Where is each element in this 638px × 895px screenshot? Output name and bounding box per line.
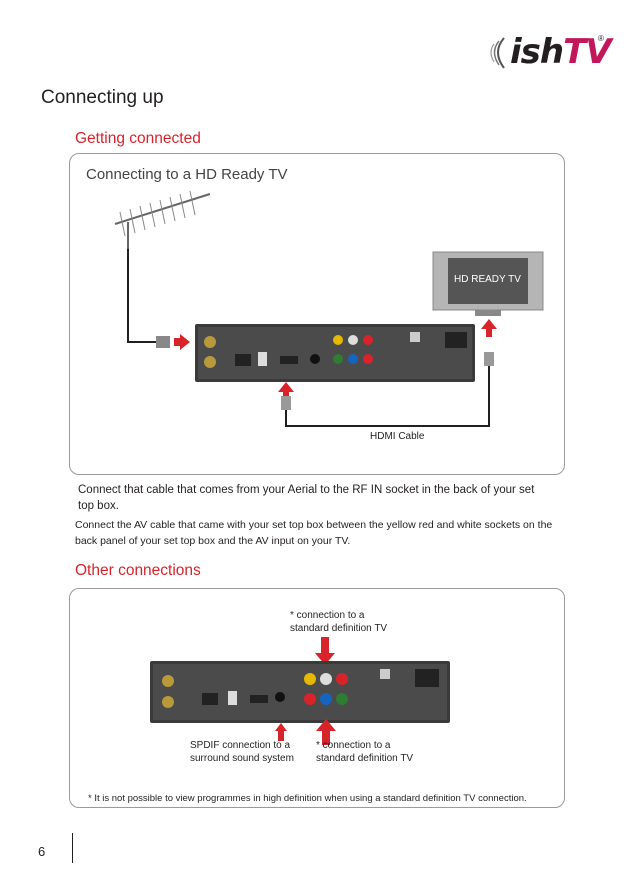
- hdmi-cable: [285, 366, 490, 427]
- page-divider: [72, 833, 73, 863]
- hd-connection-diagram: [114, 190, 544, 427]
- top-label-line2: standard definition TV: [290, 623, 388, 634]
- getting-connected-title: Getting connected: [75, 130, 201, 147]
- top-connection-label: * connection to a standard definition TV: [290, 609, 387, 635]
- other-connection-diagram: [150, 637, 450, 745]
- logo-text-tv: TV: [563, 32, 612, 72]
- other-connections-title: Other connections: [75, 562, 201, 579]
- section-title: Connecting up: [41, 87, 164, 108]
- component-line1: * connection to a: [316, 740, 391, 751]
- set-top-box-icon: [150, 661, 450, 723]
- hd-ready-panel-title: Connecting to a HD Ready TV: [86, 166, 288, 183]
- top-arrow-icon: [315, 637, 335, 665]
- sd-footnote: * It is not possible to view programmes …: [88, 793, 527, 804]
- component-label: * connection to a standard definition TV: [316, 739, 413, 765]
- page-number: 6: [38, 844, 46, 859]
- rf-plug-icon: [156, 336, 170, 348]
- tv-label: HD READY TV: [454, 274, 521, 285]
- other-connections-panel: * connection to a standard definition TV…: [69, 588, 565, 808]
- top-label-line1: * connection to a: [290, 610, 365, 621]
- hdmi-arrow-icon: [278, 382, 294, 396]
- spdif-label: SPDIF connection to a surround sound sys…: [190, 739, 294, 765]
- aerial-cable: [127, 249, 158, 343]
- component-arrow-icon: [316, 719, 336, 745]
- rf-arrow-icon: [174, 334, 190, 350]
- rf-instruction: Connect that cable that comes from your …: [78, 484, 535, 512]
- tv-plug-icon: [484, 352, 494, 366]
- spdif-line2: surround sound system: [190, 753, 294, 764]
- hdmi-plug-icon: [281, 396, 291, 410]
- tv-icon: [432, 251, 544, 316]
- set-top-box-icon: [195, 324, 475, 382]
- av-instruction: Connect the AV cable that came with your…: [75, 519, 553, 547]
- hdmi-cable-label: HDMI Cable: [370, 431, 425, 442]
- registered-mark: ®: [598, 34, 604, 43]
- dish-waves-icon: [490, 37, 505, 69]
- hd-ready-panel: Connecting to a HD Ready TV: [69, 153, 565, 512]
- spdif-arrow-icon: [275, 723, 287, 741]
- aerial-icon: [114, 190, 211, 249]
- tv-arrow-icon: [481, 319, 497, 337]
- spdif-line1: SPDIF connection to a: [190, 740, 291, 751]
- logo-text-ish: ish: [510, 32, 564, 72]
- component-line2: standard definition TV: [316, 753, 414, 764]
- dishtv-logo: ishTV ®: [482, 28, 612, 76]
